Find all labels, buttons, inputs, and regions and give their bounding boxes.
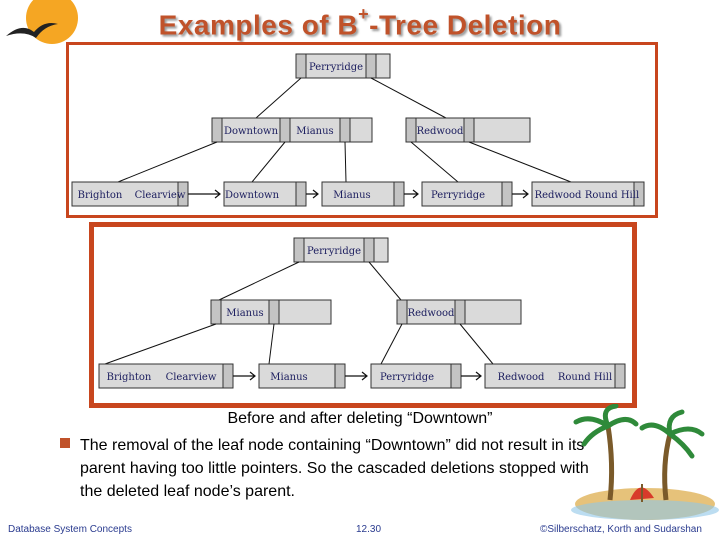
tree-before-leaf: Brighton Clearview: [71, 181, 189, 207]
tree-before-internal-key: Mianus: [296, 126, 333, 137]
tree-after-leaf-key: Brighton: [107, 372, 152, 383]
tree-before-leaf-key: Round Hill: [585, 190, 639, 201]
logo: [6, 0, 78, 44]
footer-right: ©Silberschatz, Korth and Sudarshan: [540, 524, 702, 535]
tree-before-internal-left: Downtown Mianus: [211, 117, 373, 143]
tree-after-leaf-key: Round Hill: [558, 372, 612, 383]
tree-after-internal-key: Redwood: [408, 308, 455, 319]
diagram-caption: Before and after deleting “Downtown”: [227, 410, 493, 427]
tree-before-internal-key: Downtown: [224, 126, 279, 137]
tree-before-root-key: Perryridge: [309, 62, 363, 73]
tree-after-leaf-key: Clearview: [166, 372, 217, 383]
tree-before-leaf: Downtown: [223, 181, 307, 207]
tree-before-leaf-key: Mianus: [333, 190, 370, 201]
tree-after-internal-left: Mianus: [210, 299, 332, 325]
tree-before-diagram: Perryridge Downtown Mianus Redwood Brigh…: [66, 42, 658, 218]
tree-before-root-node: Perryridge: [295, 53, 391, 79]
tree-before-leaf: Perryridge: [421, 181, 513, 207]
tree-before-leaf-key: Downtown: [225, 190, 280, 201]
tree-before-leaf-key: Perryridge: [431, 190, 485, 201]
tree-after-root-key: Perryridge: [307, 246, 361, 257]
tree-after-leaf: Redwood Round Hill: [484, 363, 626, 389]
footer-left: Database System Concepts: [8, 524, 132, 535]
tree-before-leaf: Mianus: [321, 181, 405, 207]
tree-after-leaf-key: Perryridge: [380, 372, 434, 383]
tree-before-leaf-key: Brighton: [78, 190, 123, 201]
footer-page-number: 12.30: [356, 524, 382, 535]
tree-after-leaf: Brighton Clearview: [98, 363, 234, 389]
tree-after-leaf: Mianus: [258, 363, 346, 389]
tree-before-leaf: Redwood Round Hill: [531, 181, 645, 207]
tree-after-leaf-key: Redwood: [498, 372, 545, 383]
tree-after-leaf: Perryridge: [370, 363, 462, 389]
tree-before-internal-right: Redwood: [405, 117, 531, 143]
bullet-square-icon: [60, 438, 70, 448]
bullet-text: The removal of the leaf node containing …: [80, 437, 589, 500]
tree-after-root-node: Perryridge: [293, 237, 389, 263]
tree-after-diagram: Perryridge Mianus Redwood Brighton Clear…: [89, 222, 637, 408]
island-palm-icon: [571, 404, 719, 520]
tree-after-leaf-key: Mianus: [270, 372, 307, 383]
tree-before-leaf-key: Redwood: [535, 190, 582, 201]
tree-before-internal-key: Redwood: [417, 126, 464, 137]
tree-after-internal-key: Mianus: [226, 308, 263, 319]
tree-after-internal-right: Redwood: [396, 299, 522, 325]
page-title: Examples of B+-Tree Deletion: [158, 4, 562, 41]
tree-before-leaf-key: Clearview: [135, 190, 186, 201]
logo-bird-icon: [6, 23, 58, 38]
